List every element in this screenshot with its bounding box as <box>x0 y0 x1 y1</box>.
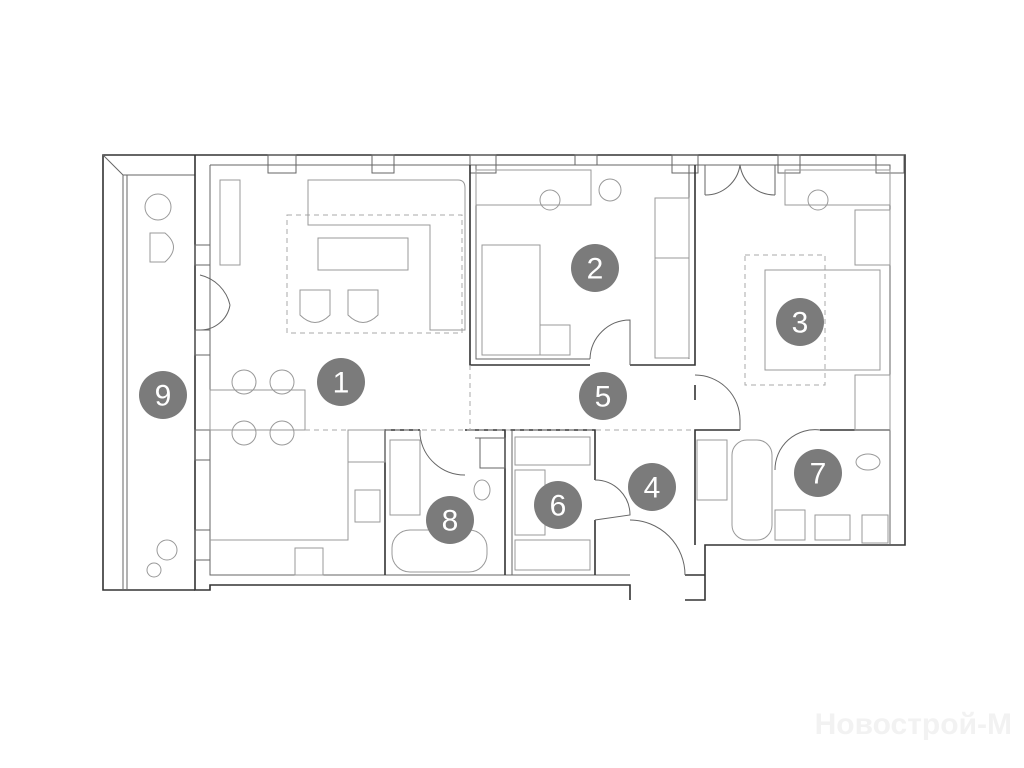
room-badge-1: 1 <box>317 358 365 406</box>
bedroom-3-furniture <box>470 169 891 431</box>
room-number: 5 <box>595 381 612 414</box>
room-badge-6: 6 <box>534 481 582 529</box>
room-badge-9: 9 <box>139 371 187 419</box>
room-badge-4: 4 <box>628 463 676 511</box>
room-badge-5: 5 <box>579 372 627 420</box>
room-number: 7 <box>810 458 827 491</box>
balcony-outline <box>102 154 195 591</box>
watermark: Новострой-М <box>814 708 1012 741</box>
room-number: 9 <box>155 380 172 413</box>
room-badge-3: 3 <box>776 298 824 346</box>
outer-walls <box>194 154 906 601</box>
room-number: 2 <box>587 253 604 286</box>
room-badge-2: 2 <box>571 244 619 292</box>
room-number: 3 <box>792 307 809 340</box>
room-number: 8 <box>442 505 459 538</box>
room-badge-8: 8 <box>426 496 474 544</box>
bedroom-2-furniture <box>475 169 690 359</box>
room-number: 1 <box>333 367 350 400</box>
room-badge-7: 7 <box>794 449 842 497</box>
room-number: 4 <box>644 472 661 505</box>
bathroom-fixtures <box>389 436 889 573</box>
living-furniture <box>144 179 471 578</box>
doors <box>199 164 821 576</box>
room-number: 6 <box>550 490 567 523</box>
